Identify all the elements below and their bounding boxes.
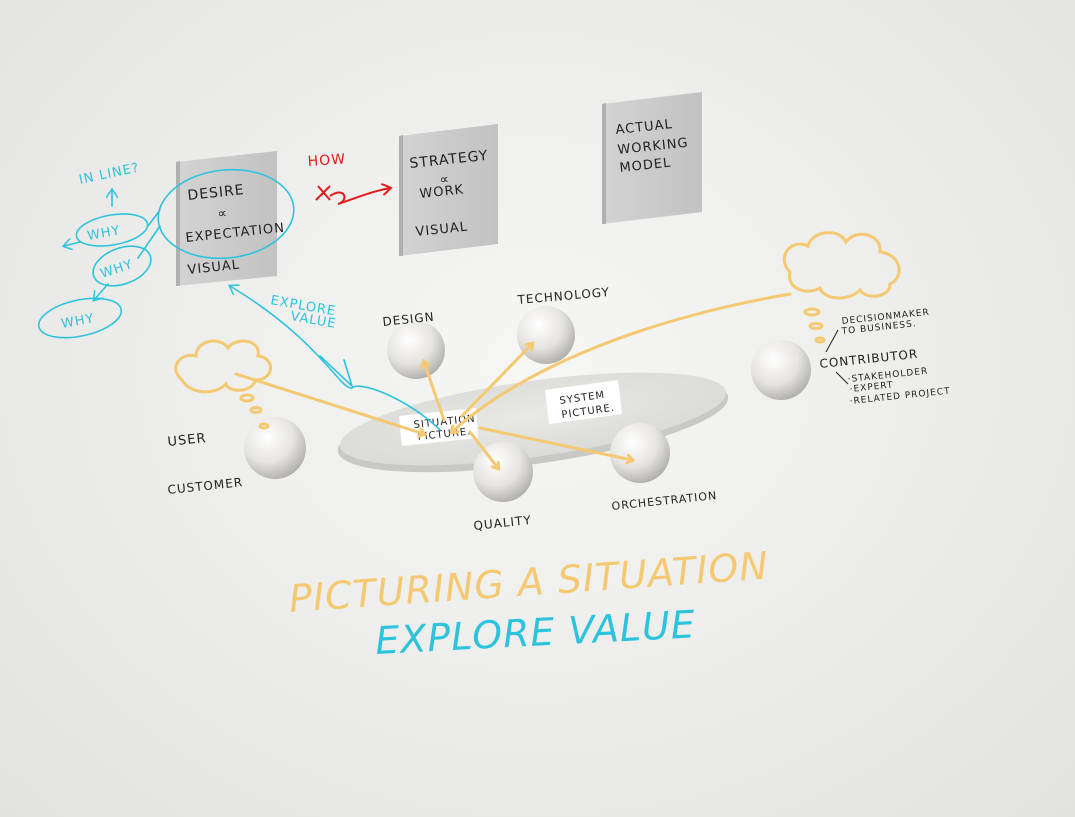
board-model-line2: WORKING [617, 136, 689, 158]
arrow-explore-value [230, 286, 441, 431]
arrow-why-down [94, 283, 109, 300]
board-strategy-work: STRATEGY ∝ WORK VISUAL [399, 124, 498, 256]
label-orchestration: ORCHESTRATION [611, 489, 718, 513]
arrow-why-left [64, 242, 81, 246]
link-why-2 [137, 225, 161, 259]
bubble-why-3 [37, 297, 123, 339]
board-desire-expectation: DESIRE ∝ EXPECTATION VISUAL [176, 151, 286, 286]
board-desire-line2: ∝ [217, 206, 229, 222]
board-strategy-line2: ∝ [439, 172, 451, 188]
arrow-contributor-to-situation [452, 292, 792, 432]
how-arrow-group: HOW [307, 151, 390, 205]
arrow-situation-to-design [424, 362, 446, 422]
board-strategy-line3: WORK [419, 182, 465, 202]
label-contributor: CONTRIBUTOR [819, 347, 919, 371]
link-why-1 [147, 209, 161, 227]
label-why-3: WHY [60, 311, 96, 332]
label-inline: IN LINE? [78, 160, 141, 187]
board-desire-line1: DESIRE [187, 182, 246, 204]
label-design: DESIGN [382, 310, 435, 329]
red-how-arrow [329, 188, 390, 205]
sphere-orchestration [610, 423, 670, 483]
label-how: HOW [307, 151, 346, 170]
bubble-why-2 [92, 245, 152, 287]
arrow-situation-to-quality [468, 430, 498, 468]
arrow-situation-to-orchestration [478, 426, 632, 460]
label-why-2: WHY [99, 257, 136, 282]
label-quality: QUALITY [473, 513, 532, 533]
arrow-situation-to-technology [460, 344, 532, 418]
red-cross-mark [315, 185, 331, 201]
board-desire-line4: VISUAL [187, 258, 241, 278]
label-user: USER [167, 431, 207, 450]
note-expert: ·EXPERT [849, 380, 894, 395]
board-model-line1: ACTUAL [615, 117, 674, 138]
label-technology: TECHNOLOGY [516, 285, 610, 307]
thought-cloud-user [174, 339, 272, 430]
title-picturing-situation: PICTURING A SITUATION [288, 544, 771, 621]
circle-desire [157, 168, 295, 260]
sphere-contributor [751, 340, 811, 400]
sphere-user [244, 417, 306, 479]
orange-arrows [234, 292, 792, 468]
cyan-annotations [37, 168, 441, 431]
board-actual-working-model: ACTUAL WORKING MODEL [602, 92, 702, 224]
sphere-technology [517, 306, 575, 364]
sphere-quality [473, 442, 533, 502]
bubble-why-1 [75, 213, 149, 247]
label-why-1: WHY [86, 223, 122, 244]
sphere-design [387, 321, 445, 379]
label-customer: CUSTOMER [167, 475, 244, 497]
board-model-line3: MODEL [619, 156, 672, 176]
card-system-picture: SYSTEM PICTURE. [545, 380, 622, 424]
arrow-user-to-situation [234, 372, 424, 434]
board-strategy-line4: VISUAL [415, 220, 469, 240]
thought-cloud-contributor [782, 231, 901, 344]
arrow-explore-head-detail [319, 355, 354, 389]
